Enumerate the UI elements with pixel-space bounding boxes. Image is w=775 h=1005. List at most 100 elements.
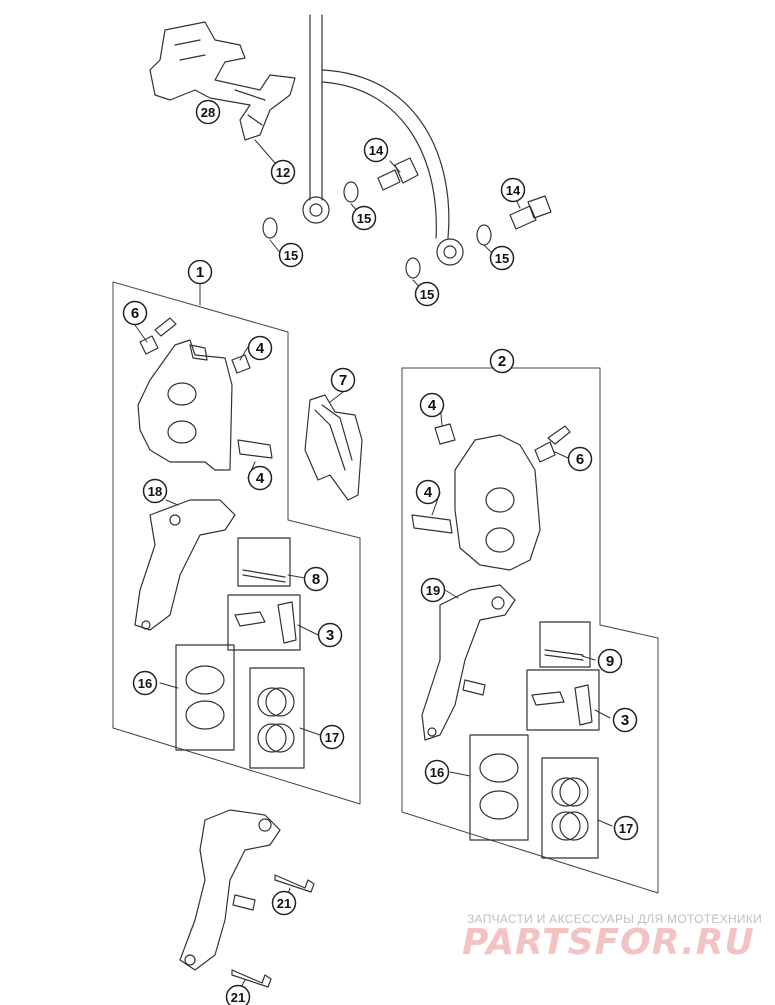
callout-circle: [132, 670, 158, 696]
pin-kit-box-2: [539, 621, 591, 668]
callout-label: 3: [326, 627, 334, 644]
callout-circle: [500, 177, 526, 203]
callout-label: 4: [428, 397, 437, 414]
banjo-bolt-left: [377, 157, 419, 191]
callout-c12a: 12: [270, 159, 296, 185]
callout-c28a: 28: [195, 99, 221, 125]
callout-c14a: 14: [363, 137, 389, 163]
callout-c16a: 16: [132, 670, 158, 696]
callout-c6b: 6: [567, 446, 593, 472]
caliper-support-1: [134, 499, 236, 631]
washer: [262, 217, 278, 239]
slide-pin-1: [237, 439, 273, 459]
callout-circle: [247, 335, 273, 361]
callout-label: 3: [621, 712, 629, 729]
callout-c15d: 15: [489, 245, 515, 271]
callout-circle: [613, 815, 639, 841]
clip-1: [234, 601, 297, 644]
callout-label: 15: [420, 287, 434, 302]
callout-label: 8: [312, 571, 320, 588]
seal: [551, 811, 581, 841]
callout-c18: 18: [142, 478, 168, 504]
callout-c7: 7: [330, 367, 356, 393]
callout-c14b: 14: [500, 177, 526, 203]
clip-2: [531, 684, 593, 726]
callout-circle: [247, 465, 273, 491]
callout-label: 18: [148, 484, 162, 499]
seal: [257, 687, 287, 717]
callout-label: 4: [424, 484, 433, 501]
callout-c2: 2: [489, 348, 515, 374]
callout-c15b: 15: [351, 205, 377, 231]
washer: [476, 224, 492, 246]
callout-circle: [195, 99, 221, 125]
callout-label: 21: [277, 896, 291, 911]
kit-2-panel: [401, 367, 659, 894]
pin-bushing-2: [434, 423, 456, 445]
callout-circle: [122, 300, 148, 326]
caliper-support-bottom: [179, 809, 281, 971]
callout-circle: [142, 478, 168, 504]
kit-1-panel: [112, 281, 361, 805]
brake-caliper-2: [454, 434, 541, 571]
callout-circle: [278, 242, 304, 268]
callout-label: 14: [369, 143, 384, 158]
washer: [405, 257, 421, 279]
callout-label: 4: [256, 340, 265, 357]
callout-circle: [414, 281, 440, 307]
callout-circle: [225, 984, 251, 1005]
bleed-screw-1: [139, 317, 177, 355]
pin-2: [544, 649, 584, 661]
callout-c4b: 4: [247, 465, 273, 491]
callout-c21a: 21: [271, 890, 297, 916]
seal-box-2: [541, 757, 599, 859]
piston: [479, 790, 519, 820]
callout-c1: 1: [187, 259, 213, 285]
slide-pin-2: [411, 514, 453, 534]
bolt-21-lower: [231, 969, 272, 988]
seal: [257, 723, 287, 753]
callout-label: 15: [357, 211, 371, 226]
callout-circle: [420, 577, 446, 603]
callout-circle: [317, 622, 343, 648]
callout-label: 7: [339, 372, 347, 389]
banjo-bolt-right: [509, 195, 552, 230]
piston-box-1: [175, 644, 235, 751]
callout-c3b: 3: [612, 707, 638, 733]
callout-c15a: 15: [278, 242, 304, 268]
callout-label: 14: [506, 183, 521, 198]
callout-circle: [330, 367, 356, 393]
clip-kit-box-1: [227, 594, 301, 651]
callout-label: 19: [426, 583, 440, 598]
callout-label: 15: [284, 248, 298, 263]
callout-c4a: 4: [247, 335, 273, 361]
callout-label: 17: [325, 730, 339, 745]
callout-circle: [363, 137, 389, 163]
caliper-support-2: [421, 584, 516, 741]
callout-circle: [271, 890, 297, 916]
callout-circle: [351, 205, 377, 231]
callout-circle: [489, 245, 515, 271]
callout-c4c: 4: [419, 392, 445, 418]
brake-caliper-1: [137, 339, 233, 471]
seal: [265, 723, 295, 753]
callout-circle: [303, 566, 329, 592]
callout-circle: [319, 724, 345, 750]
callout-label: 16: [138, 676, 152, 691]
watermark-logo: PARTSFOR.RU: [462, 922, 755, 963]
callout-c16b: 16: [424, 759, 450, 785]
seal-box-1: [249, 667, 305, 769]
watermark-tagline: ЗАПЧАСТИ И АКСЕССУАРЫ ДЛЯ МОТОТЕХНИКИ: [467, 912, 763, 926]
piston: [479, 753, 519, 783]
callout-c6a: 6: [122, 300, 148, 326]
callout-circle: [597, 648, 623, 674]
callout-label: 6: [131, 305, 139, 322]
seal: [551, 777, 581, 807]
callout-label: 9: [606, 653, 614, 670]
callout-circle: [187, 259, 213, 285]
callout-label: 16: [430, 765, 444, 780]
callout-label: 28: [201, 105, 215, 120]
callout-c19: 19: [420, 577, 446, 603]
callout-c3a: 3: [317, 622, 343, 648]
callout-label: 4: [256, 470, 265, 487]
